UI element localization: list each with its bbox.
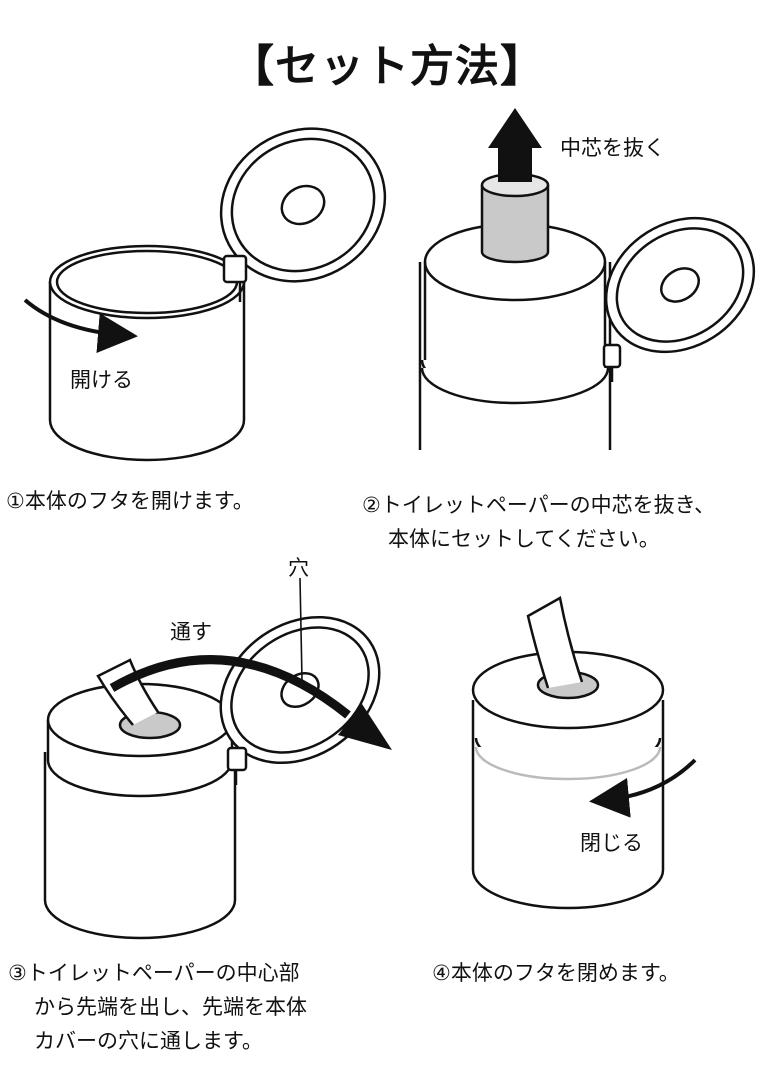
thread-arrowhead-icon (338, 704, 392, 750)
open-arrow-icon (23, 298, 138, 354)
open-label: 開ける (70, 368, 133, 392)
page-title: 【セット方法】 (230, 41, 545, 92)
caption-line: 本体にセットしてください。 (388, 527, 660, 551)
caption-line: ④本体のフタを閉めます。 (432, 961, 680, 985)
caption-line: から先端を出し、先端を本体 (34, 995, 307, 1019)
hole-label: 穴 (288, 556, 309, 580)
step2-caption: ②トイレットペーパーの中芯を抜き、 本体にセットしてください。 (362, 488, 715, 556)
pull-up-arrow-icon (488, 108, 542, 182)
close-label: 閉じる (580, 831, 643, 855)
step4-caption: ④本体のフタを閉めます。 (432, 956, 680, 990)
close-arrow-icon (589, 758, 697, 818)
step4-illustration (471, 596, 665, 910)
step3-caption: ③トイレットペーパーの中心部 から先端を出し、先端を本体 カバーの穴に通します。 (8, 956, 307, 1058)
thread-label: 通す (170, 620, 212, 644)
caption-line: ②トイレットペーパーの中芯を抜き、 (362, 493, 716, 517)
thread-arrow-icon (109, 655, 351, 719)
caption-line: ③トイレットペーパーの中心部 (8, 961, 300, 985)
step3-illustration (43, 577, 381, 940)
remove-core-label: 中芯を抜く (560, 136, 665, 160)
caption-line: カバーの穴に通します。 (34, 1029, 263, 1053)
step2-illustration (418, 172, 756, 450)
step1-illustration (48, 127, 387, 462)
step1-caption: ①本体のフタを開けます。 (6, 484, 254, 518)
caption-line: ①本体のフタを開けます。 (6, 489, 254, 513)
